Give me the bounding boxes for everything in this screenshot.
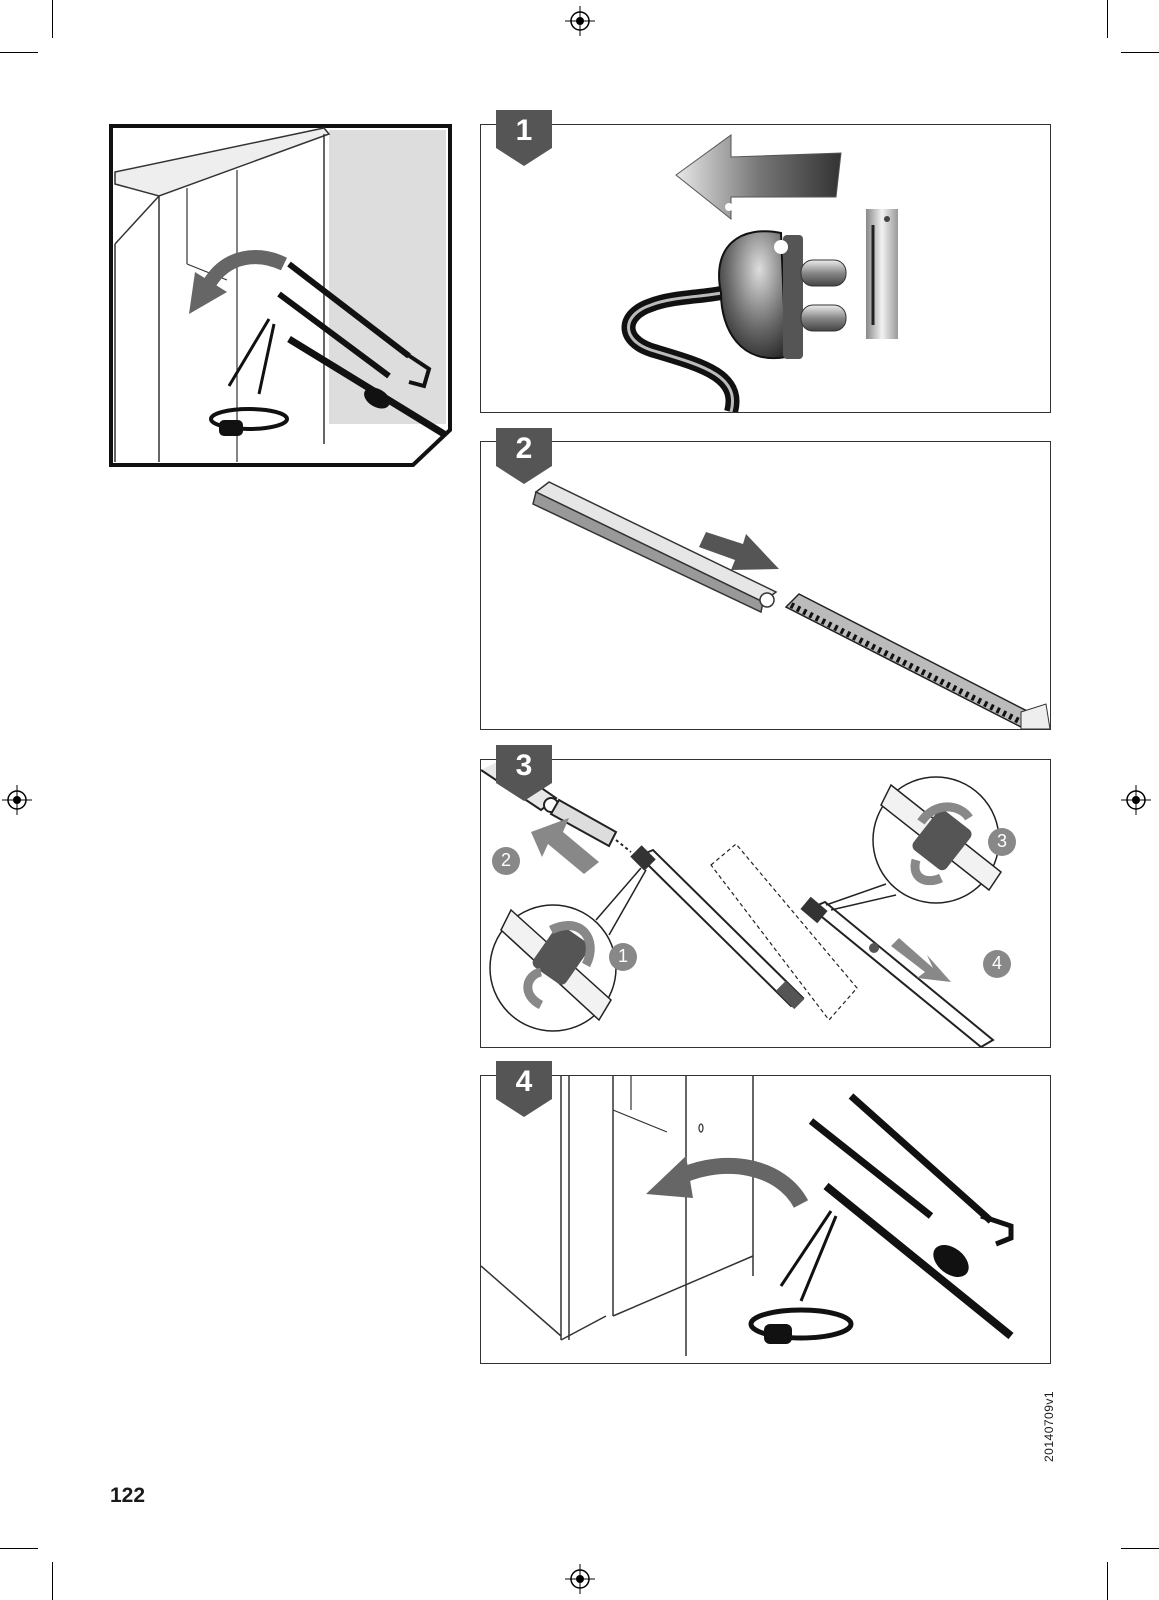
step-2-badge: 2	[496, 428, 552, 484]
substep-4-label: 4	[983, 953, 1011, 974]
registration-mark-icon	[565, 6, 595, 36]
socket-icon	[866, 209, 898, 339]
step-1-panel	[480, 124, 1051, 413]
registration-mark-icon	[2, 785, 32, 815]
move-arrow-icon	[646, 1156, 693, 1198]
step-3-panel: 2 1 3 4	[480, 759, 1051, 1048]
crop-mark	[52, 1562, 53, 1600]
step-1-number: 1	[496, 114, 552, 148]
document-code: 20140709v1	[1042, 1391, 1056, 1462]
crop-mark	[1121, 52, 1159, 53]
crop-mark	[1121, 1548, 1159, 1549]
coupling-detail-magnifier	[826, 777, 1001, 910]
storage-overview-illustration	[109, 124, 452, 467]
crop-mark	[52, 0, 53, 38]
plug-icon	[629, 231, 847, 412]
step-2-panel	[480, 441, 1051, 730]
registration-mark-icon	[565, 1564, 595, 1594]
step-4-badge: 4	[496, 1061, 552, 1117]
extension-tube-illustration	[800, 897, 993, 1047]
hedge-trimmer-blade-illustration	[786, 594, 1050, 729]
unplug-arrow-icon	[676, 135, 841, 219]
extension-tube-illustration	[630, 845, 804, 1009]
step-4-panel	[480, 1075, 1051, 1364]
crop-mark	[1107, 0, 1108, 38]
cupboard-illustration	[481, 1076, 753, 1356]
substep-3-label: 3	[988, 831, 1016, 852]
step-1-badge: 1	[496, 110, 552, 166]
substep-2-label: 2	[492, 850, 520, 871]
crop-mark	[0, 52, 38, 53]
substep-1-label: 1	[609, 946, 637, 967]
step-4-number: 4	[496, 1065, 552, 1099]
step-2-number: 2	[496, 432, 552, 466]
move-arrow-icon	[681, 1166, 801, 1204]
page-number: 122	[110, 1484, 145, 1508]
crop-mark	[0, 1548, 38, 1549]
step-3-badge: 3	[496, 745, 552, 801]
crop-mark	[1107, 1562, 1108, 1600]
step-3-number: 3	[496, 749, 552, 783]
registration-mark-icon	[1121, 785, 1151, 815]
hedge-trimmer-parts-illustration	[751, 1096, 1011, 1344]
